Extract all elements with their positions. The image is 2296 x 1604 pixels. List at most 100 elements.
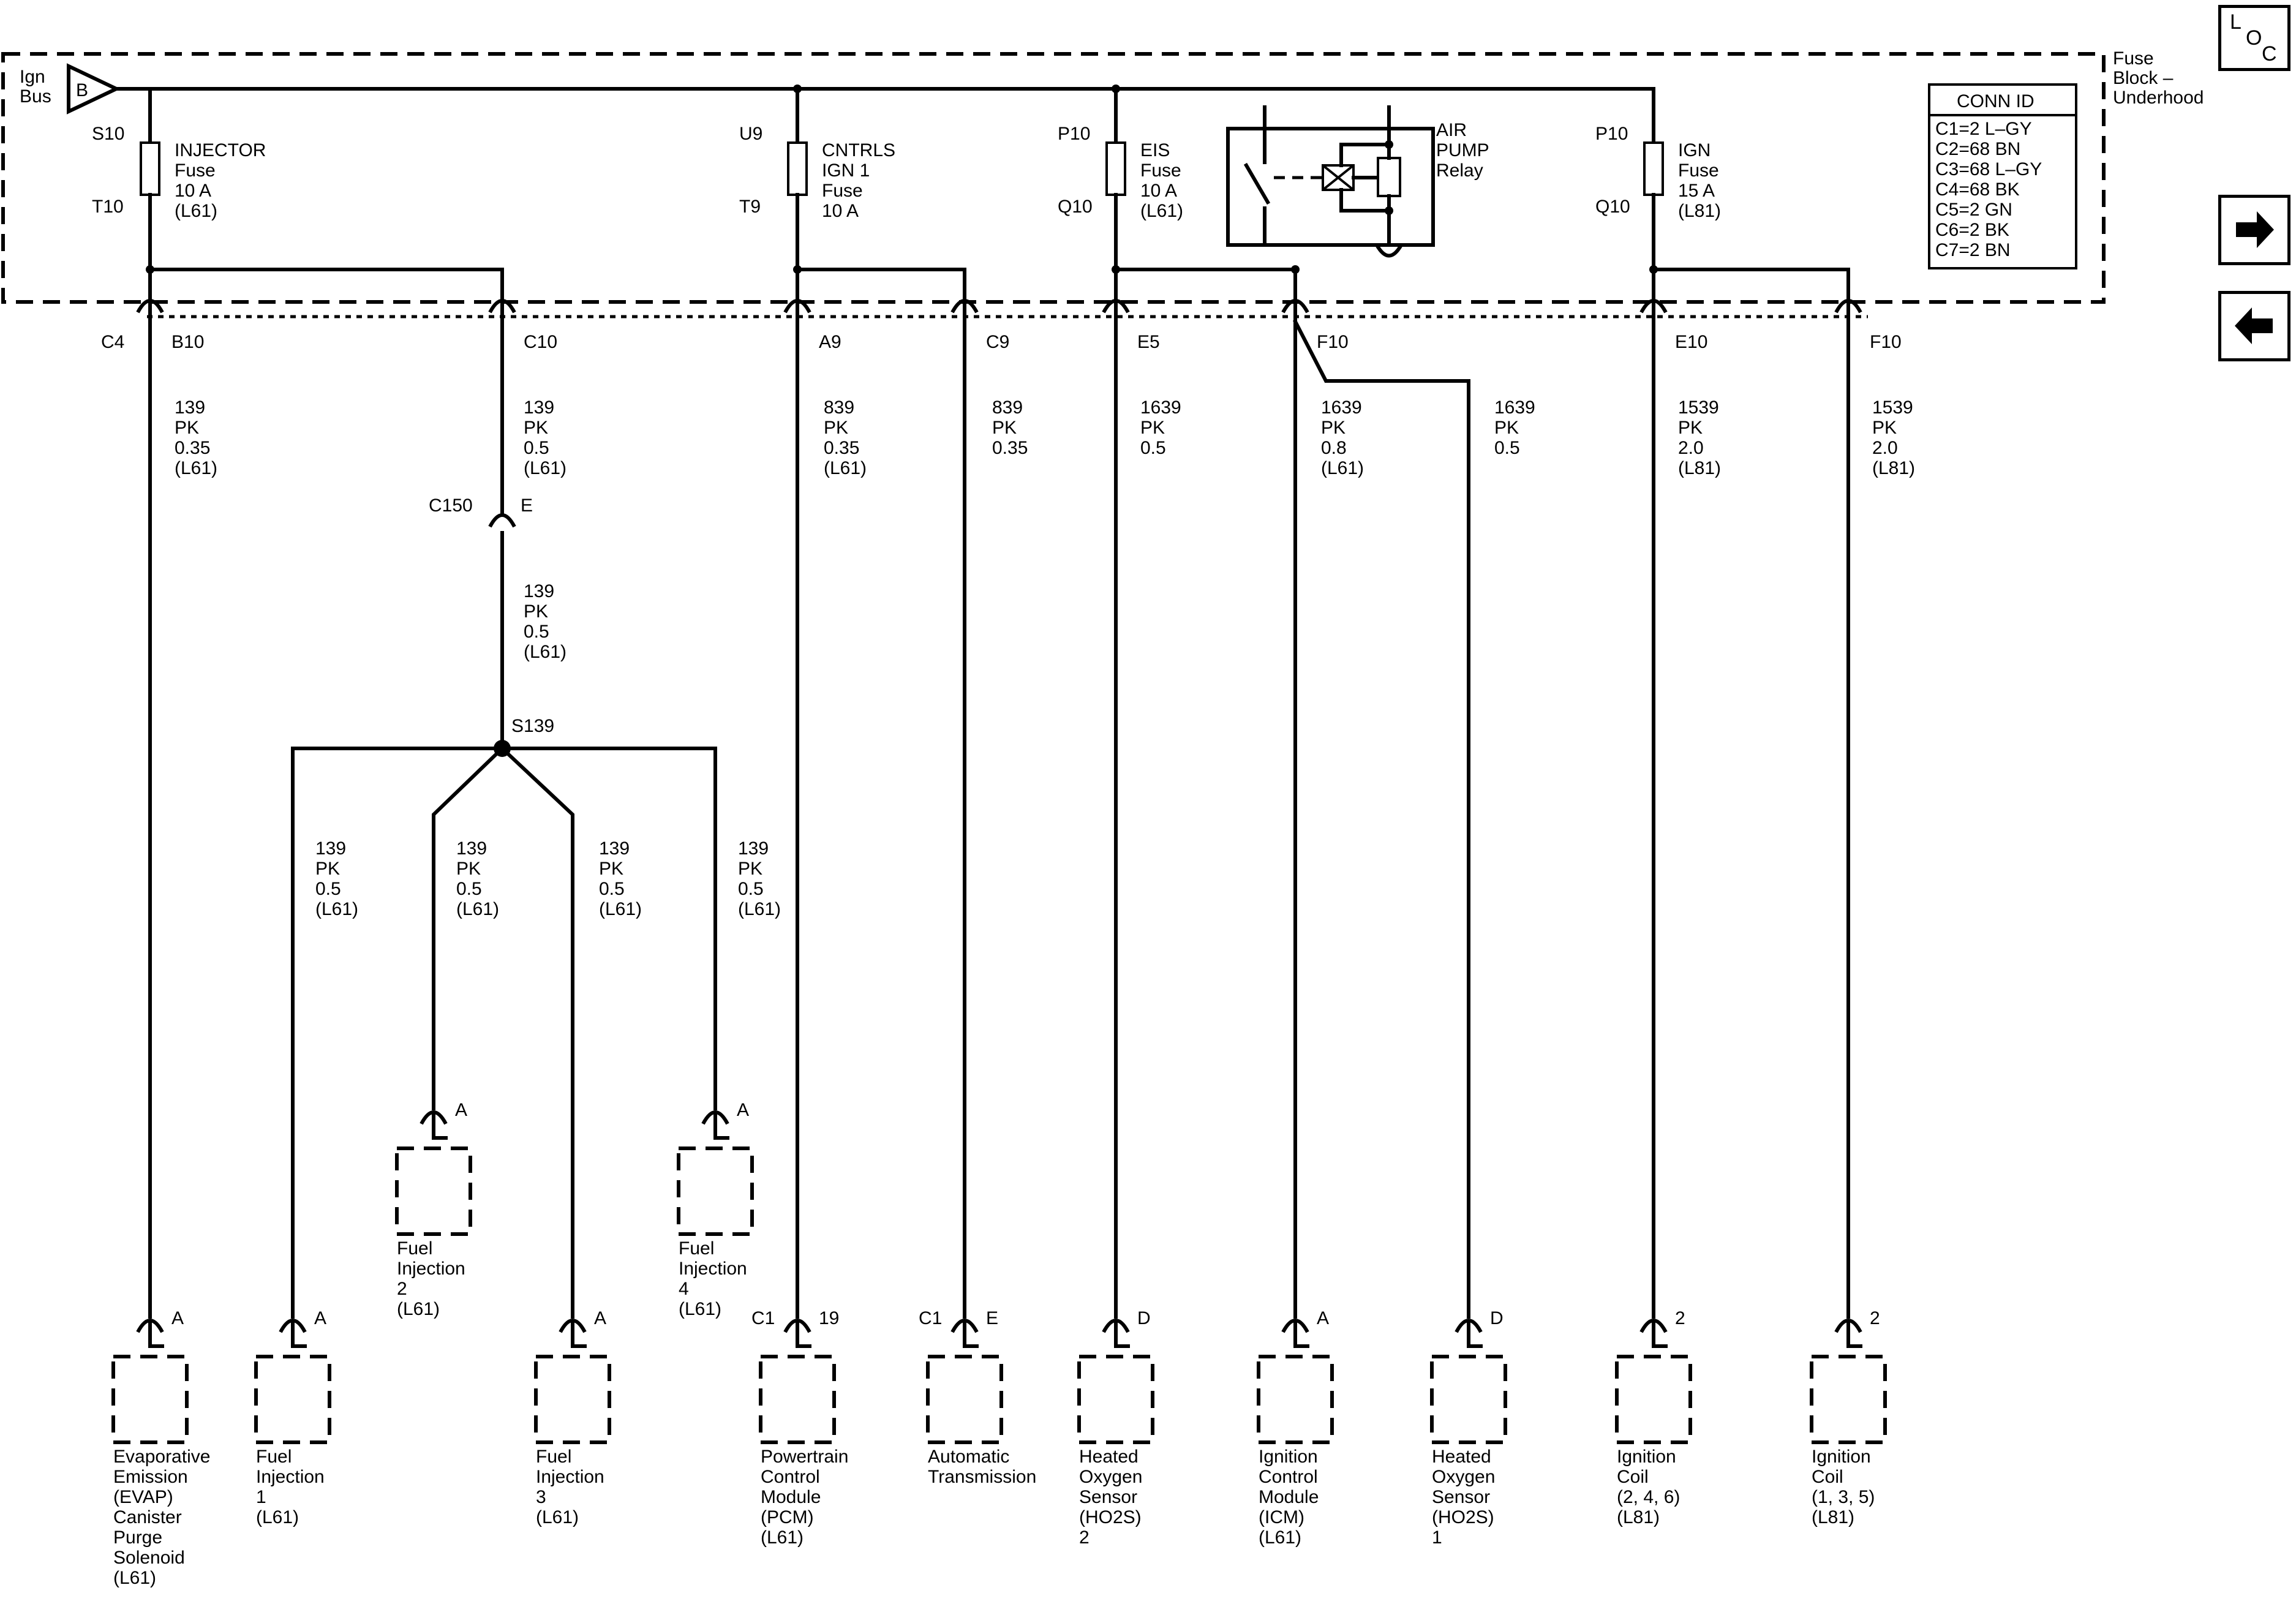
component-label: Canister	[113, 1507, 182, 1527]
component-connector-name: C1	[919, 1308, 942, 1328]
fuse-block-name-1: Fuse	[2113, 48, 2154, 69]
junction-dot	[793, 85, 802, 93]
cntrls-fuse-symbol	[787, 141, 808, 196]
wire-label: (L81)	[1678, 458, 1721, 478]
component-connector-hood	[559, 1319, 587, 1333]
component-box	[677, 1147, 754, 1236]
fuse-label: (L81)	[1678, 201, 1721, 221]
component-label: (PCM)	[761, 1507, 814, 1527]
junction-dot	[1385, 140, 1393, 149]
conn-id-row: C5=2 GN	[1935, 200, 2012, 220]
component-label: Fuel	[397, 1238, 432, 1259]
component-box	[1077, 1355, 1154, 1444]
relay-switch	[1243, 162, 1271, 205]
wire-label: 0.5	[1494, 438, 1520, 458]
component-label: Evaporative	[113, 1447, 210, 1467]
ign-bus-letter: B	[76, 80, 88, 100]
fuse-label: Fuse	[1678, 160, 1719, 181]
block-connector-pin: C9	[986, 332, 1009, 352]
component-label: Emission	[113, 1467, 188, 1487]
component-label: (L61)	[113, 1568, 156, 1588]
splice-wire-label: 139	[738, 838, 769, 859]
splice-wire-label: 0.5	[599, 879, 625, 899]
component-label: Sensor	[1432, 1487, 1490, 1507]
component-label: Fuel	[679, 1238, 714, 1259]
component-label: Module	[1259, 1487, 1319, 1507]
wire-label: 0.8	[1321, 438, 1347, 458]
component-label: Powertrain	[761, 1447, 848, 1467]
component-label: Sensor	[1079, 1487, 1137, 1507]
wire-label: 0.35	[992, 438, 1028, 458]
fuse-top-cavity: U9	[739, 124, 762, 144]
loc-letter-c: C	[2262, 42, 2277, 66]
injector-fuse-symbol	[140, 141, 160, 196]
block-connector-pin: A9	[819, 332, 841, 352]
component-label: Fuel	[256, 1447, 292, 1467]
component-label: Injection	[536, 1467, 604, 1487]
component-label: 1	[1432, 1527, 1442, 1548]
component-label: Automatic	[928, 1447, 1009, 1467]
component-label: 1	[256, 1487, 266, 1507]
component-label: Solenoid	[113, 1548, 185, 1568]
splice-wire-label: (L61)	[599, 899, 642, 919]
component-label: Coil	[1812, 1467, 1843, 1487]
inline-connector-name: C150	[429, 495, 473, 516]
component-pin-label: A	[171, 1308, 184, 1328]
component-label: (L61)	[256, 1507, 299, 1527]
fuse-label: (L61)	[175, 201, 217, 221]
diagram-static-lines: B	[1, 52, 2106, 1319]
splice-wire-label: PK	[456, 859, 481, 879]
component-label: Oxygen	[1079, 1467, 1142, 1487]
component-connector-hood	[783, 1319, 811, 1333]
component-connector-hood	[279, 1319, 307, 1333]
fuse-label: (L61)	[1140, 201, 1183, 221]
wire-label: 0.5	[524, 622, 549, 642]
component-label: Injection	[679, 1259, 747, 1279]
component-label: (2, 4, 6)	[1617, 1487, 1680, 1507]
conn-id-row: C2=68 BN	[1935, 139, 2020, 159]
block-connector-pin: F10	[1870, 332, 1902, 352]
component-label: Injection	[256, 1467, 325, 1487]
component-connector-hood	[1455, 1319, 1483, 1333]
component-label: Heated	[1079, 1447, 1139, 1467]
wire-label: PK	[524, 601, 548, 622]
relay-terminal	[1375, 244, 1403, 258]
component-label: 2	[1079, 1527, 1090, 1548]
component-label: (L61)	[1259, 1527, 1301, 1548]
block-connector-pin: E5	[1137, 332, 1160, 352]
wire-label: 839	[824, 397, 854, 418]
component-pin-label: A	[737, 1100, 749, 1120]
component-box	[1257, 1355, 1334, 1444]
component-label: Oxygen	[1432, 1467, 1495, 1487]
fuse-block-labels: Ign Bus Fuse Block – Underhood CONN ID C…	[20, 48, 2204, 736]
component-pin-label: A	[1317, 1308, 1329, 1328]
wire-label: PK	[824, 418, 848, 438]
wire-label: 139	[524, 397, 554, 418]
splice-name: S139	[511, 716, 554, 736]
component-label: Transmission	[928, 1467, 1036, 1487]
fuse-label: IGN	[1678, 140, 1711, 160]
component-label: Ignition	[1617, 1447, 1676, 1467]
left-arrow-icon	[2235, 307, 2273, 344]
fuse-label: 15 A	[1678, 181, 1715, 201]
fuse-top-cavity: P10	[1595, 124, 1628, 144]
prev-page-button[interactable]	[2218, 291, 2290, 361]
wire-label: (L61)	[524, 458, 566, 478]
wire-label: PK	[175, 418, 199, 438]
component-pin-label: A	[314, 1308, 326, 1328]
splice-wire-label: 0.5	[315, 879, 341, 899]
component-label: (EVAP)	[113, 1487, 173, 1507]
conn-id-title: CONN ID	[1957, 91, 2034, 111]
relay-coil-x2	[1322, 164, 1355, 191]
fuse-label: 10 A	[1140, 181, 1177, 201]
wire-label: (L81)	[1872, 458, 1915, 478]
fuse-bottom-cavity: Q10	[1058, 197, 1093, 217]
loc-button[interactable]: L O C	[2218, 5, 2290, 71]
component-label: (ICM)	[1259, 1507, 1304, 1527]
wire-label: 1639	[1321, 397, 1362, 418]
component-connector-hood	[701, 1110, 729, 1125]
ign-bus-symbol	[67, 63, 121, 115]
junction-dot	[146, 265, 154, 274]
wire-label: 0.35	[824, 438, 859, 458]
next-page-button[interactable]	[2218, 195, 2290, 265]
